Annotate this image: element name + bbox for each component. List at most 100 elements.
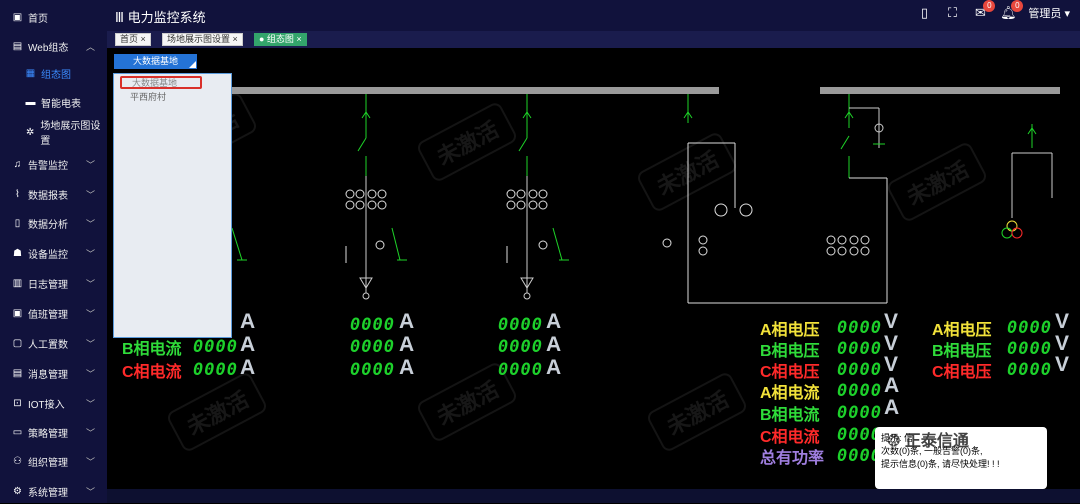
c-voltage-value: 0000: [1007, 360, 1052, 380]
bell-icon[interactable]: 🔔︎0: [1000, 0, 1024, 21]
mail-badge: 0: [983, 0, 996, 12]
c-voltage-label: C相电压: [760, 364, 820, 381]
tab-config-diagram[interactable]: ● 组态图 ×: [254, 33, 307, 46]
unit-a: A: [884, 396, 900, 419]
bell-badge: 0: [1011, 0, 1024, 12]
single-line-diagram: [229, 87, 1060, 304]
message-icon: ▤: [12, 367, 23, 379]
b-voltage-label: B相电压: [932, 343, 992, 360]
dropdown-option[interactable]: 大数据基地: [120, 76, 202, 89]
sidebar-item-duty[interactable]: ▣值班管理﹀: [12, 307, 95, 321]
chevron-down-icon: ﹀: [85, 338, 95, 349]
a-voltage-value: 0000: [1007, 318, 1052, 338]
a-current-label: A相电流: [760, 385, 820, 402]
unit-v: V: [1055, 310, 1070, 333]
sidebar-item-manual[interactable]: ▢人工置数﹀: [12, 337, 95, 351]
books-icon: ▥: [12, 277, 23, 289]
user-menu[interactable]: 管理员 ▾: [1028, 8, 1070, 20]
b-current-label: B相电流: [760, 407, 820, 424]
gear-icon: ✲: [25, 126, 35, 138]
sidebar-item-log[interactable]: ▥日志管理﹀: [12, 277, 95, 291]
a-voltage-label: A相电压: [760, 322, 820, 339]
unit-a: A: [240, 356, 256, 379]
b-current-value: 0000: [193, 337, 238, 357]
fullscreen-icon[interactable]: ⛶: [947, 5, 957, 20]
sidebar-item-device[interactable]: ☗设备监控﹀: [0, 240, 107, 266]
chevron-up-icon: ︿: [85, 41, 95, 52]
tab-home[interactable]: 首页 ×: [115, 33, 151, 46]
sidebar: ▣首页 ▤Web组态︿ ▦组态图 ▬智能电表 ✲场地展示图设置 ♫告警监控﹀ ⌇…: [0, 0, 107, 503]
tablet-icon[interactable]: ▯: [920, 5, 928, 20]
sidebar-item-system[interactable]: ⚙系统管理﹀: [0, 478, 107, 504]
unit-a: A: [546, 333, 562, 356]
document-icon: ▤: [12, 40, 23, 52]
manual-icon: ▢: [12, 337, 23, 349]
unit-a: A: [240, 333, 256, 356]
a-voltage-value: 0000: [837, 318, 882, 338]
iot-icon: ⊡: [13, 397, 22, 409]
sidebar-item-web-config[interactable]: ▤Web组态︿: [12, 40, 95, 54]
sidebar-item-analysis[interactable]: ▯数据分析﹀: [0, 210, 107, 236]
tab-bar: 首页 × 场地展示图设置 × ● 组态图 ×: [107, 31, 1080, 48]
site-selector[interactable]: 大数据基地: [114, 54, 197, 69]
sidebar-item-alarm[interactable]: ♫告警监控﹀: [0, 151, 107, 177]
header-bar: Ⅲ 电力监控系统 ▯ ⛶ ✉0 🔔︎0 管理员 ▾: [107, 0, 1080, 31]
chevron-down-icon: ﹀: [85, 218, 95, 229]
unit-v: V: [884, 310, 899, 333]
chevron-down-icon: ﹀: [85, 248, 95, 259]
app-title: Ⅲ 电力监控系统: [115, 10, 206, 25]
total-power-value: 0000: [837, 446, 882, 466]
bell-icon: ♫: [13, 158, 22, 170]
b-current-value: 0000: [350, 337, 395, 357]
sidebar-item-message[interactable]: ▤消息管理﹀: [12, 367, 95, 381]
tab-site-display[interactable]: 场地展示图设置 ×: [162, 33, 243, 46]
total-power-label: 总有功率: [760, 450, 825, 467]
system-icon: ⚙: [13, 485, 22, 497]
dropdown-option[interactable]: 平西府村: [130, 92, 167, 102]
sidebar-item-smart-meter[interactable]: ▬智能电表: [25, 96, 82, 110]
meter-icon: ▬: [25, 96, 36, 108]
unit-v: V: [884, 353, 899, 376]
unit-v: V: [1055, 353, 1070, 376]
b-current-label: B相电流: [122, 341, 182, 358]
chevron-down-icon: ﹀: [85, 368, 95, 379]
menu-toggle-icon[interactable]: Ⅲ: [115, 10, 124, 25]
unit-a: A: [884, 374, 900, 397]
c-voltage-value: 0000: [837, 360, 882, 380]
mail-icon[interactable]: ✉0: [972, 0, 996, 21]
diagram-canvas: [107, 48, 1080, 489]
sidebar-item-strategy[interactable]: ▭策略管理﹀: [12, 426, 95, 440]
c-current-value: 0000: [350, 360, 395, 380]
c-current-label: C相电流: [122, 364, 182, 381]
c-current-value: 0000: [498, 360, 543, 380]
chevron-down-icon: ﹀: [85, 308, 95, 319]
c-voltage-label: C相电压: [932, 364, 992, 381]
analysis-icon: ▯: [14, 217, 21, 229]
a-current-value: 0000: [837, 381, 882, 401]
keyboard-icon: ▭: [12, 426, 23, 438]
sidebar-item-config-diagram[interactable]: ▦组态图: [25, 67, 71, 81]
unit-a: A: [546, 356, 562, 379]
ct-group-1: [345, 189, 387, 263]
sidebar-item-org[interactable]: ⚇组织管理﹀: [0, 448, 107, 474]
site-dropdown: 大数据基地 平西府村: [113, 73, 232, 338]
b-current-value: 0000: [498, 337, 543, 357]
sidebar-item-home[interactable]: ▣首页: [12, 11, 48, 25]
unit-a: A: [546, 310, 562, 333]
grid-icon: ▦: [25, 67, 36, 79]
unit-a: A: [399, 310, 415, 333]
sidebar-item-site-display[interactable]: ✲场地展示图设置: [25, 121, 101, 147]
chevron-down-icon: ﹀: [85, 486, 95, 497]
feeder-4: [840, 94, 888, 303]
a-voltage-label: A相电压: [932, 322, 992, 339]
b-voltage-label: B相电压: [760, 343, 820, 360]
feeder-3: [683, 94, 887, 304]
image-icon: ▣: [12, 11, 23, 23]
sidebar-item-report[interactable]: ⌇数据报表﹀: [0, 181, 107, 207]
sidebar-item-iot[interactable]: ⊡IOT接入﹀: [0, 390, 107, 416]
dropdown-corner-icon: [189, 61, 196, 68]
chevron-down-icon: ﹀: [85, 278, 95, 289]
footer-strip: [107, 489, 1080, 503]
alarm-notification[interactable]: 提示: 信 次数(0)条, 一般告警(0)条, 提示信息(0)条, 请尽快处理!…: [875, 427, 1047, 489]
duty-icon: ▣: [12, 307, 23, 319]
